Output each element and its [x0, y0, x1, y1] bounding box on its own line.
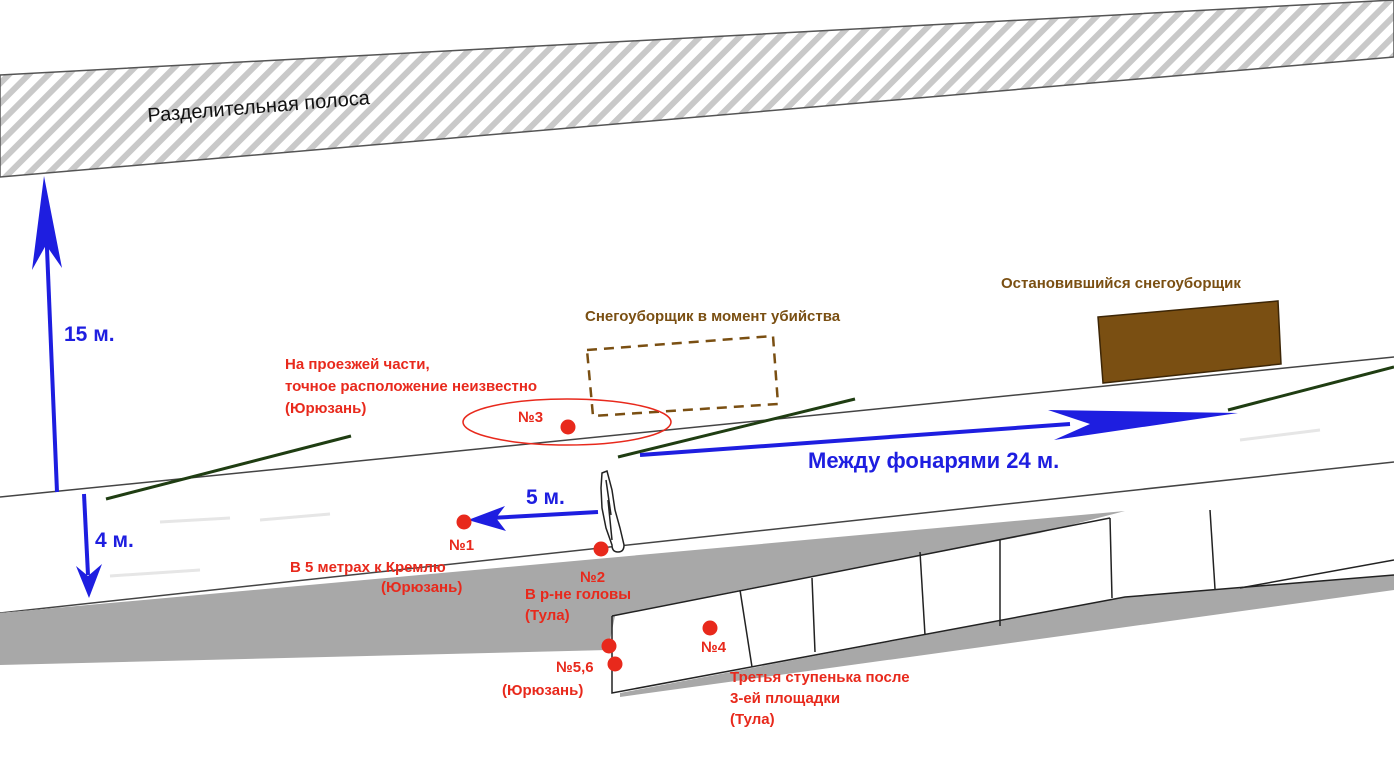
label-4m: 4 м. — [95, 529, 134, 552]
roadway-note-line2: точное расположение неизвестно — [285, 378, 537, 395]
body-outline — [600, 469, 625, 553]
marker-4-label: №4 — [701, 639, 727, 656]
lamp-3 — [1227, 365, 1394, 412]
marker-4-desc-2: 3-ей площадки — [730, 690, 840, 707]
marker-3-dot — [560, 419, 576, 435]
arrow-24m — [639, 422, 1071, 457]
evidence-markers — [456, 419, 718, 672]
arrow-5m — [489, 510, 599, 520]
arrow-24m-head — [1048, 410, 1238, 440]
marker-1-desc-1: В 5 метрах к Кремлю — [290, 559, 446, 576]
divider-strip — [0, 0, 1394, 178]
label-15m: 15 м. — [64, 323, 115, 346]
marker-2-label: №2 — [580, 569, 605, 586]
label-snowplow-murder: Снегоуборщик в момент убийства — [585, 308, 841, 325]
marker-4-desc-1: Третья ступенька после — [730, 669, 910, 686]
marker-1-desc-2: (Юрюзань) — [381, 579, 462, 596]
marker-2-desc-2: (Тула) — [525, 607, 570, 624]
stair-outline — [611, 509, 1394, 694]
arrow-4m-head — [76, 564, 102, 598]
lamp-2 — [617, 397, 856, 459]
roadway-note-line3: (Юрюзань) — [285, 400, 366, 417]
lamp-lines — [105, 365, 1394, 501]
marker-56-label: №5,6 — [556, 659, 594, 676]
marker-3-label: №3 — [518, 409, 543, 426]
stairs-grey-lower — [620, 575, 1394, 697]
marker-2-desc-1: В р-не головы — [525, 586, 631, 603]
stairs-grey-zone — [0, 511, 1125, 665]
marker-2-dot — [593, 541, 609, 557]
road-edge-curb — [0, 356, 1394, 498]
faint-lane-marks — [109, 428, 1321, 578]
snowplow-murder-outline — [585, 334, 780, 418]
arrow-4m — [82, 493, 90, 576]
marker-3-ellipse — [462, 398, 672, 446]
marker-4-dot — [702, 620, 718, 636]
arrow-15m — [43, 199, 59, 493]
dimension-arrows — [32, 176, 1238, 598]
label-snowplow-stopped: Остановившийся снегоуборщик — [1001, 275, 1241, 292]
marker-5-dot — [601, 638, 617, 654]
roadway-note-line1: На проезжей части, — [285, 356, 430, 373]
marker-4-desc-3: (Тула) — [730, 711, 775, 728]
marker-1-label: №1 — [449, 537, 474, 554]
marker-56-desc-1: (Юрюзань) — [502, 682, 583, 699]
marker-1-dot — [456, 514, 472, 530]
sidewalk-edge — [0, 461, 1394, 614]
label-5m: 5 м. — [526, 486, 565, 509]
arrow-15m-head — [32, 176, 62, 270]
stairs-area — [0, 514, 1394, 753]
marker-6-dot — [607, 656, 623, 672]
lamp-1 — [105, 434, 352, 501]
arrow-5m-head — [468, 506, 506, 531]
snowplow-stopped-rect — [1097, 300, 1282, 384]
label-24m: Между фонарями 24 м. — [808, 448, 1059, 473]
